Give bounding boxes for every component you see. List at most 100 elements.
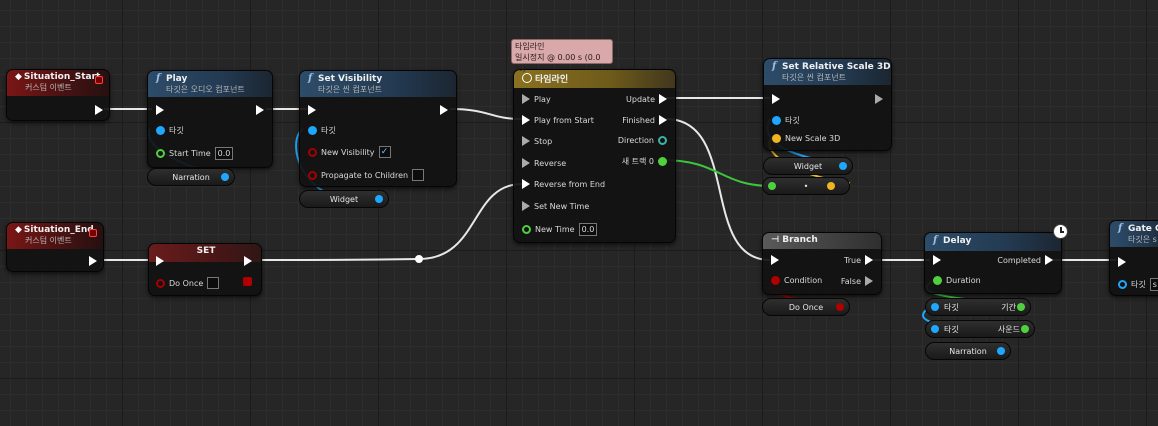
event-delegate-icon[interactable]: [89, 229, 97, 237]
branch-node[interactable]: ⊣Branch True Condition False: [762, 232, 882, 295]
bool-pin-icon[interactable]: [308, 147, 317, 157]
exec-arrow-icon[interactable]: [772, 94, 780, 104]
exec-arrow-icon[interactable]: [659, 94, 667, 104]
bool-pin-icon[interactable]: [836, 303, 844, 311]
exec-out-pin[interactable]: [95, 105, 103, 115]
exec-arrow-icon[interactable]: [522, 179, 530, 189]
start-time-input[interactable]: 0.0: [214, 147, 234, 160]
narration-variable[interactable]: Narration: [147, 168, 235, 186]
exec-arrow-icon[interactable]: [522, 115, 530, 125]
play-from-start-pin[interactable]: Play from Start: [522, 115, 594, 125]
exec-out-pin[interactable]: [875, 94, 883, 104]
object-pin-icon[interactable]: [221, 173, 229, 181]
exec-in-pin[interactable]: [308, 105, 316, 115]
situation-end-node[interactable]: ◆Situation_End 커스텀 이벤트: [6, 222, 104, 272]
target-pin[interactable]: 타깃: [156, 125, 184, 136]
play-pin[interactable]: Play: [522, 94, 551, 104]
set-do-once-node[interactable]: SET Do Once: [148, 243, 262, 296]
exec-arrow-icon[interactable]: [256, 105, 264, 115]
exec-arrow-icon[interactable]: [156, 105, 164, 115]
exec-out-pin[interactable]: [256, 105, 264, 115]
exec-arrow-icon[interactable]: [522, 136, 530, 146]
exec-in-pin[interactable]: [772, 94, 780, 104]
do-once-variable[interactable]: Do Once: [762, 298, 850, 316]
exec-in-pin[interactable]: [156, 105, 164, 115]
exec-out-pin[interactable]: [440, 105, 448, 115]
propagate-checkbox[interactable]: [412, 169, 425, 181]
target-pin[interactable]: 타깃: [308, 125, 336, 136]
propagate-pin[interactable]: Propagate to Children: [308, 169, 425, 181]
enum-pin-icon[interactable]: [658, 136, 667, 145]
float-pin-icon[interactable]: [156, 149, 165, 158]
sound-seconds-node[interactable]: 타깃 사운드: [925, 320, 1035, 338]
object-pin-icon[interactable]: [308, 126, 317, 135]
condition-pin[interactable]: Condition: [771, 276, 822, 285]
bool-pin-icon[interactable]: [308, 170, 317, 180]
exec-arrow-icon[interactable]: [522, 94, 530, 104]
exec-in-pin[interactable]: [156, 256, 164, 266]
exec-arrow-icon[interactable]: [1045, 255, 1053, 265]
completed-pin[interactable]: Completed: [997, 255, 1053, 265]
reverse-from-end-pin[interactable]: Reverse from End: [522, 179, 605, 189]
exec-arrow-icon[interactable]: [1118, 257, 1126, 267]
exec-arrow-icon[interactable]: [771, 255, 779, 265]
bool-pin-icon[interactable]: [156, 278, 165, 288]
new-time-input[interactable]: 0.0: [578, 223, 598, 236]
reverse-pin[interactable]: Reverse: [522, 158, 566, 168]
direction-pin[interactable]: Direction: [618, 136, 667, 145]
true-pin[interactable]: True: [844, 255, 873, 265]
object-pin-icon[interactable]: [997, 347, 1005, 355]
new-track-pin[interactable]: 새 트랙 0: [622, 156, 667, 167]
vector-pin-icon[interactable]: [827, 182, 835, 190]
exec-arrow-icon[interactable]: [156, 256, 164, 266]
object-pin-icon[interactable]: [931, 303, 939, 311]
exec-arrow-icon[interactable]: [659, 115, 667, 125]
float-pin-icon[interactable]: [658, 157, 667, 166]
false-pin[interactable]: False: [841, 276, 873, 286]
timeline-node[interactable]: 타임라인 Play Play from Start Stop Reverse R…: [513, 69, 676, 243]
narration-variable-2[interactable]: Narration: [925, 342, 1011, 360]
finished-pin[interactable]: Finished: [622, 115, 667, 125]
new-scale-pin[interactable]: New Scale 3D: [772, 134, 840, 143]
new-visibility-checkbox[interactable]: ✓: [378, 146, 391, 158]
situation-start-node[interactable]: ◆Situation_Start 커스텀 이벤트: [6, 69, 110, 121]
exec-in-pin[interactable]: [933, 255, 941, 265]
exec-arrow-icon[interactable]: [89, 256, 97, 266]
do-once-out-pin[interactable]: [243, 277, 252, 286]
update-pin[interactable]: Update: [626, 94, 667, 104]
exec-arrow-icon[interactable]: [244, 256, 252, 266]
object-pin-icon[interactable]: [931, 325, 939, 333]
object-pin-icon[interactable]: [772, 116, 781, 125]
vector-pin-icon[interactable]: [772, 134, 781, 143]
exec-arrow-icon[interactable]: [875, 94, 883, 104]
float-pin-icon[interactable]: [1017, 303, 1025, 311]
exec-in-pin[interactable]: [1118, 257, 1126, 267]
widget-variable[interactable]: Widget: [299, 190, 389, 208]
new-visibility-pin[interactable]: New Visibility✓: [308, 146, 391, 158]
bool-pin-icon[interactable]: [771, 276, 780, 285]
stop-pin[interactable]: Stop: [522, 136, 552, 146]
exec-arrow-icon[interactable]: [522, 201, 530, 211]
exec-arrow-icon[interactable]: [522, 158, 530, 168]
exec-arrow-icon[interactable]: [865, 255, 873, 265]
exec-out-pin[interactable]: [244, 256, 252, 266]
do-once-pin[interactable]: Do Once: [156, 277, 220, 289]
object-pin-icon[interactable]: [375, 195, 383, 203]
target-pin[interactable]: 타깃: [772, 115, 800, 126]
exec-arrow-icon[interactable]: [95, 105, 103, 115]
exec-out-pin[interactable]: [89, 256, 97, 266]
duration-pin[interactable]: Duration: [933, 276, 981, 285]
object-pin-icon[interactable]: [156, 126, 165, 135]
object-pin-icon[interactable]: [1118, 280, 1127, 289]
float-pin-icon[interactable]: [1021, 325, 1029, 333]
exec-arrow-icon[interactable]: [440, 105, 448, 115]
do-once-checkbox[interactable]: [207, 277, 220, 289]
bool-pin-icon[interactable]: [243, 277, 252, 286]
